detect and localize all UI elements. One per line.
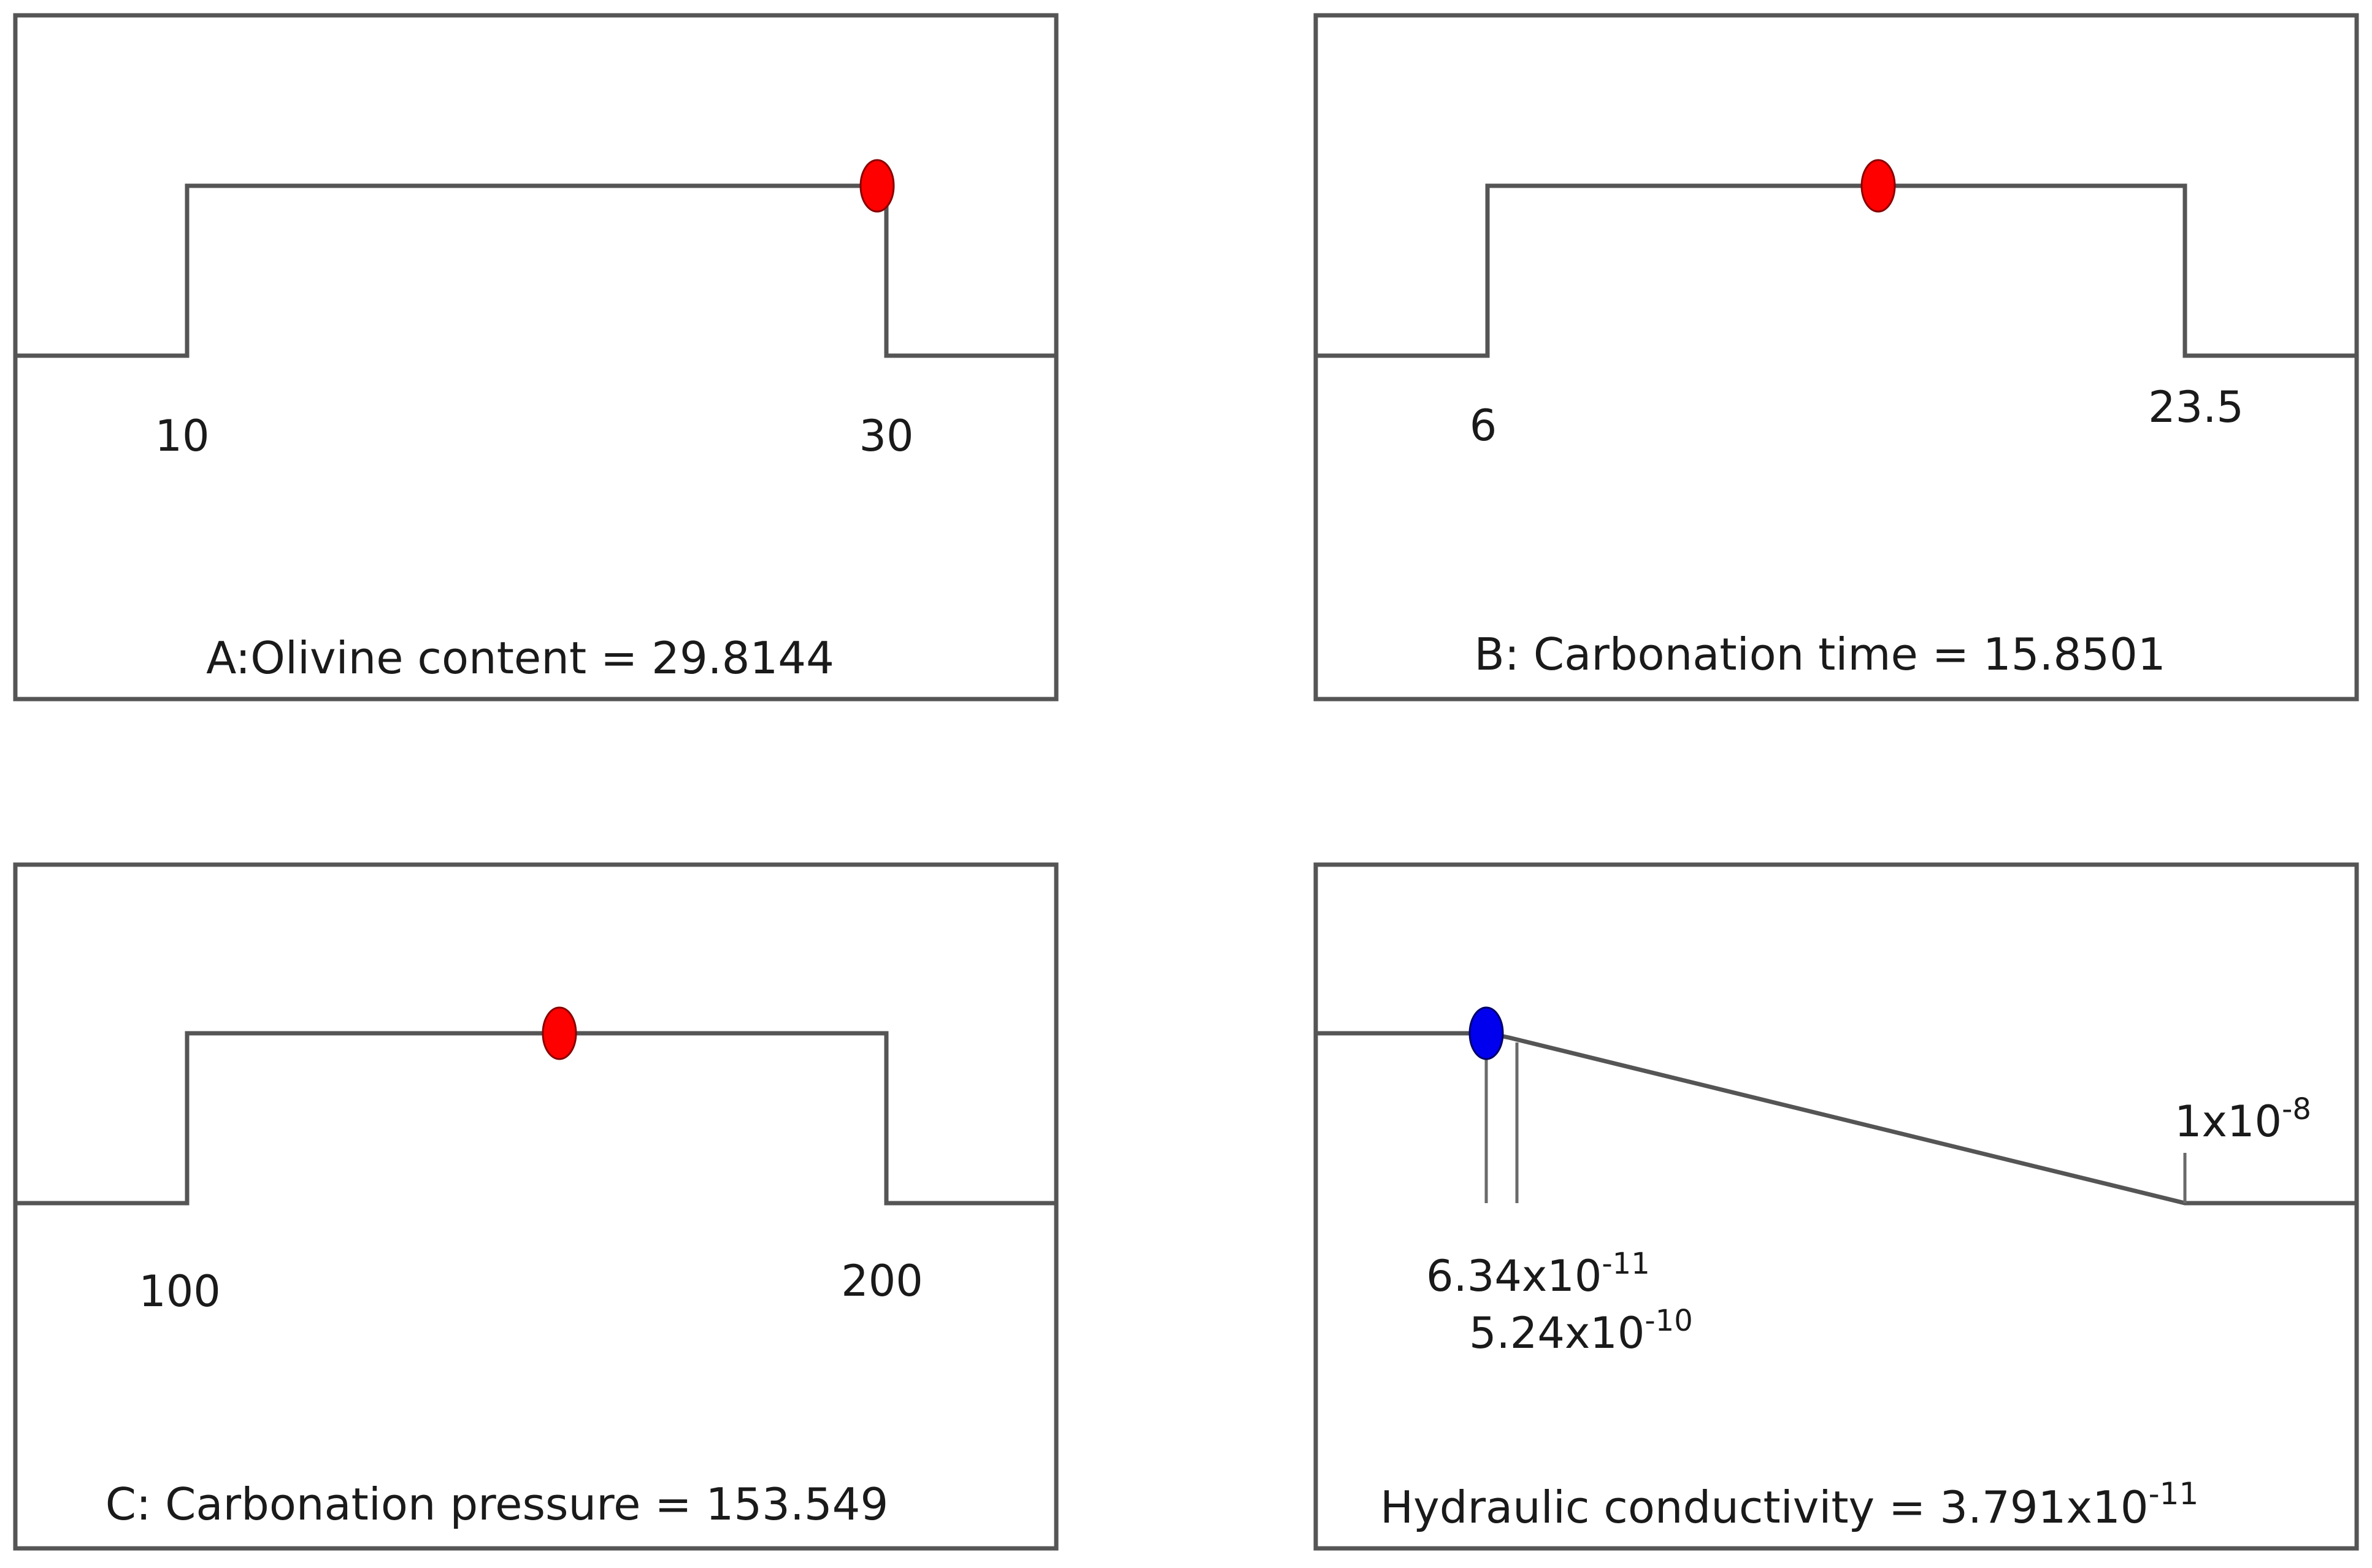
panel-b-low-label: 6 xyxy=(1470,400,1497,451)
panel-c-caption: C: Carbonation pressure = 153.549 xyxy=(106,1478,889,1530)
panel-a-ramp xyxy=(15,183,1056,358)
panel-b-caption: B: Carbonation time = 15.8501 xyxy=(1474,629,2165,680)
panel-a-high-label: 30 xyxy=(859,411,913,461)
panel-d-frame xyxy=(1313,862,2359,1551)
panel-a-low-label: 10 xyxy=(155,411,209,461)
panel-a-marker xyxy=(859,159,895,213)
panel-c-frame xyxy=(13,862,1059,1551)
panel-c-ramp xyxy=(15,1031,1056,1206)
panel-d-marker xyxy=(1468,1006,1504,1060)
panel-d-caption: Hydraulic conductivity = 3.791x10-11 xyxy=(1380,1476,2198,1533)
panel-b-high-label: 23.5 xyxy=(2148,382,2244,432)
panel-a: 10 30 A:Olivine content = 29.8144 xyxy=(13,13,1059,702)
panel-d-low1-label: 6.34x10-11 xyxy=(1426,1247,1650,1301)
panel-c-marker xyxy=(542,1006,577,1060)
panel-d: 6.34x10-11 5.24x10-10 1x10-8 Hydraulic c… xyxy=(1313,862,2359,1551)
panel-c-low-label: 100 xyxy=(139,1266,221,1317)
panel-d-low2-label: 5.24x10-10 xyxy=(1469,1304,1693,1358)
panel-d-ramp xyxy=(1316,1031,2357,1206)
panel-d-high-label: 1x10-8 xyxy=(2174,1092,2311,1147)
panel-a-caption: A:Olivine content = 29.8144 xyxy=(206,632,834,684)
panel-c-high-label: 200 xyxy=(841,1256,923,1306)
panel-b-marker xyxy=(1860,159,1896,213)
panel-b: 6 23.5 B: Carbonation time = 15.8501 xyxy=(1313,13,2359,702)
panel-b-ramp xyxy=(1316,183,2357,358)
panel-c: 100 200 C: Carbonation pressure = 153.54… xyxy=(13,862,1059,1551)
